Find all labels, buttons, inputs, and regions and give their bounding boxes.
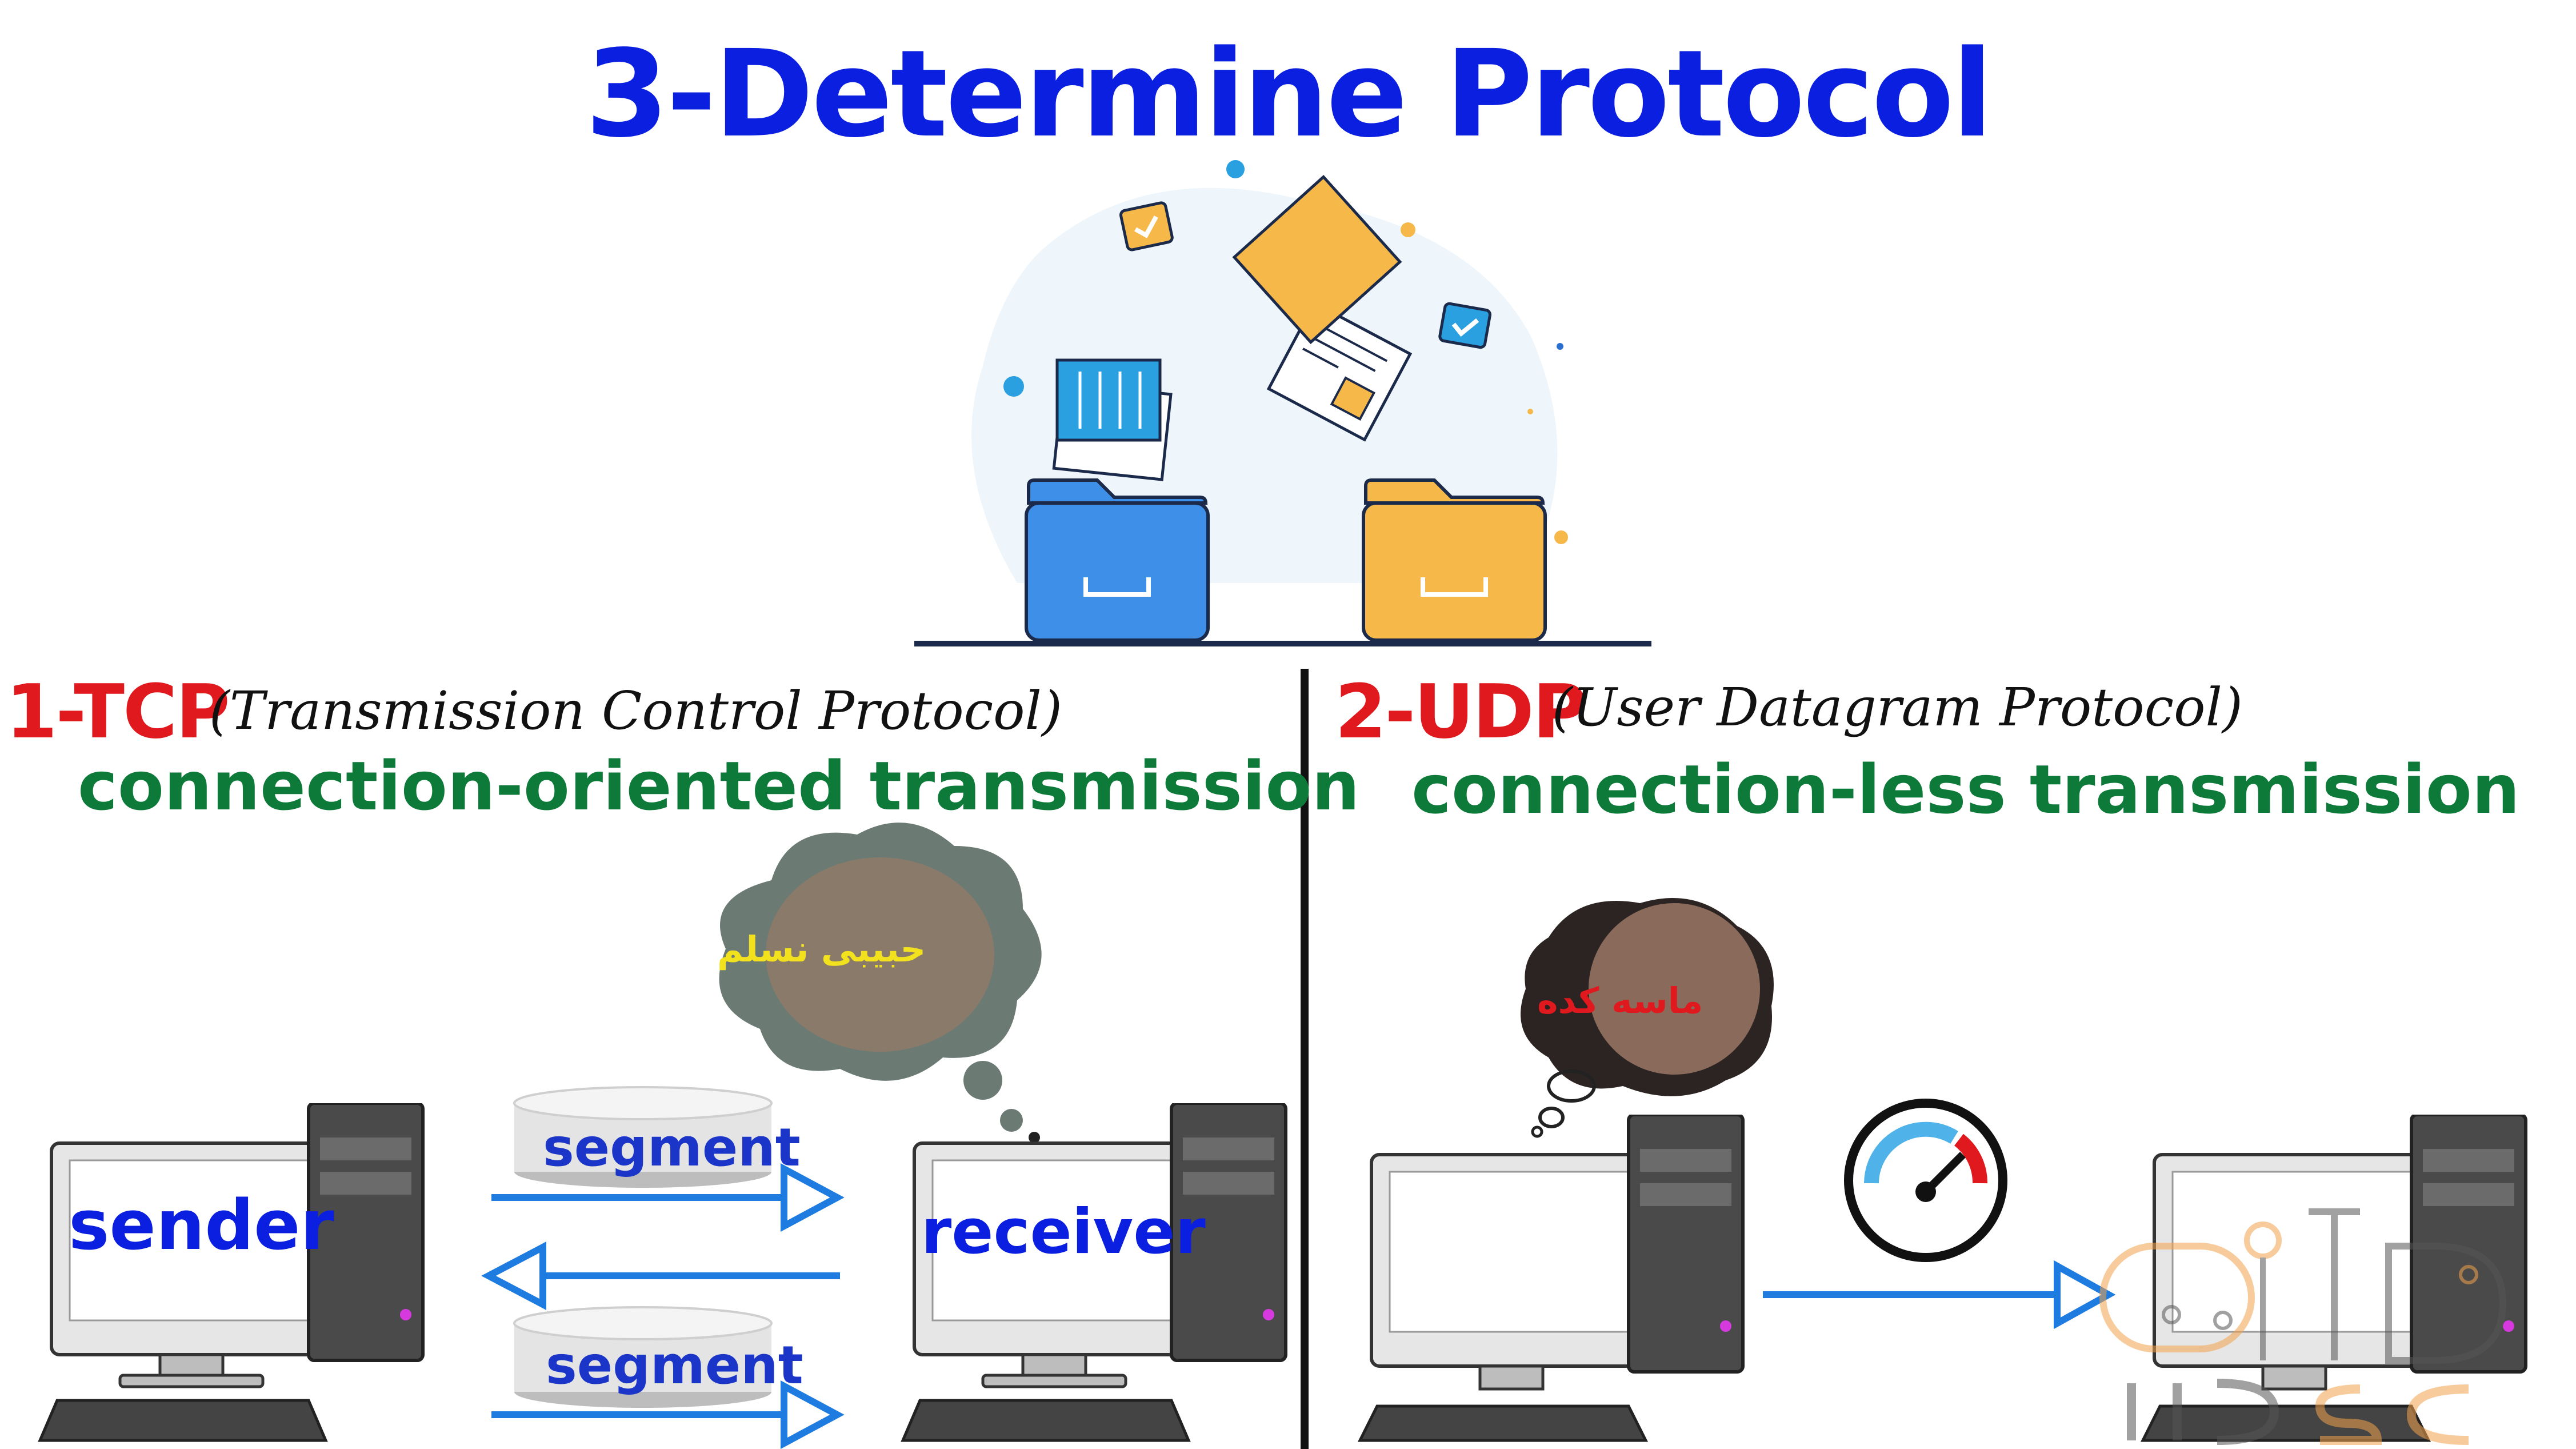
folder-icon	[1362, 478, 1547, 642]
dot	[1226, 160, 1245, 178]
segment-disc-bottom	[513, 1306, 773, 1408]
arrow-right-icon	[491, 1380, 845, 1449]
sender-computer	[38, 1103, 425, 1442]
file-transfer-illustration	[914, 160, 1651, 646]
document-icon	[1055, 358, 1162, 442]
segment-label-bottom: segment	[546, 1335, 803, 1396]
page-title: 3-Determine Protocol	[585, 24, 1993, 164]
udp-subtitle: connection-less transmission	[1411, 750, 2520, 829]
dot	[1401, 222, 1415, 237]
folder-icon	[1025, 478, 1210, 642]
checkbox-icon	[1119, 201, 1174, 252]
dot	[1527, 409, 1533, 414]
sender-label: sender	[69, 1186, 334, 1266]
tcp-subtitle: connection-oriented transmission	[78, 747, 1360, 825]
udp-sender-computer	[1357, 1115, 1745, 1442]
computer-icon	[38, 1103, 425, 1442]
arrow-right-icon	[1763, 1260, 2116, 1330]
face-photo	[1589, 903, 1760, 1075]
segment-disc-top	[513, 1086, 773, 1188]
arrow-left-icon	[481, 1242, 840, 1310]
dot	[1557, 343, 1563, 350]
segment-label-top: segment	[543, 1117, 801, 1178]
udp-heading: 2-UDP	[1335, 668, 1587, 755]
face-photo	[766, 857, 994, 1052]
arrow-right-icon	[491, 1163, 845, 1232]
speedometer-icon	[1844, 1099, 2007, 1262]
udp-expansion: (User Datagram Protocol)	[1552, 677, 2243, 738]
watermark-logo	[2099, 1208, 2507, 1445]
computer-icon	[901, 1103, 1287, 1442]
udp-thought-bubble	[1521, 898, 1774, 1138]
dot	[1554, 530, 1568, 544]
tcp-expansion: (Transmission Control Protocol)	[209, 680, 1062, 741]
tcp-heading: 1-TCP	[6, 668, 230, 755]
section-divider	[1301, 669, 1309, 1449]
computer-icon	[2140, 1115, 2527, 1442]
computer-icon	[1357, 1115, 1745, 1442]
receiver-computer	[901, 1103, 1287, 1442]
receiver-label: receiver	[921, 1196, 1206, 1268]
tcp-bubble-caption: حبیبی نسلم	[717, 928, 926, 970]
udp-bubble-caption: ماسه کده	[1537, 980, 1703, 1021]
udp-receiver-computer	[2140, 1115, 2527, 1442]
tcp-thought-bubble	[719, 823, 1042, 1143]
document-icon	[1232, 174, 1402, 345]
document-icon	[1266, 301, 1413, 442]
checkbox-icon	[1438, 302, 1492, 349]
dot	[1003, 376, 1024, 397]
